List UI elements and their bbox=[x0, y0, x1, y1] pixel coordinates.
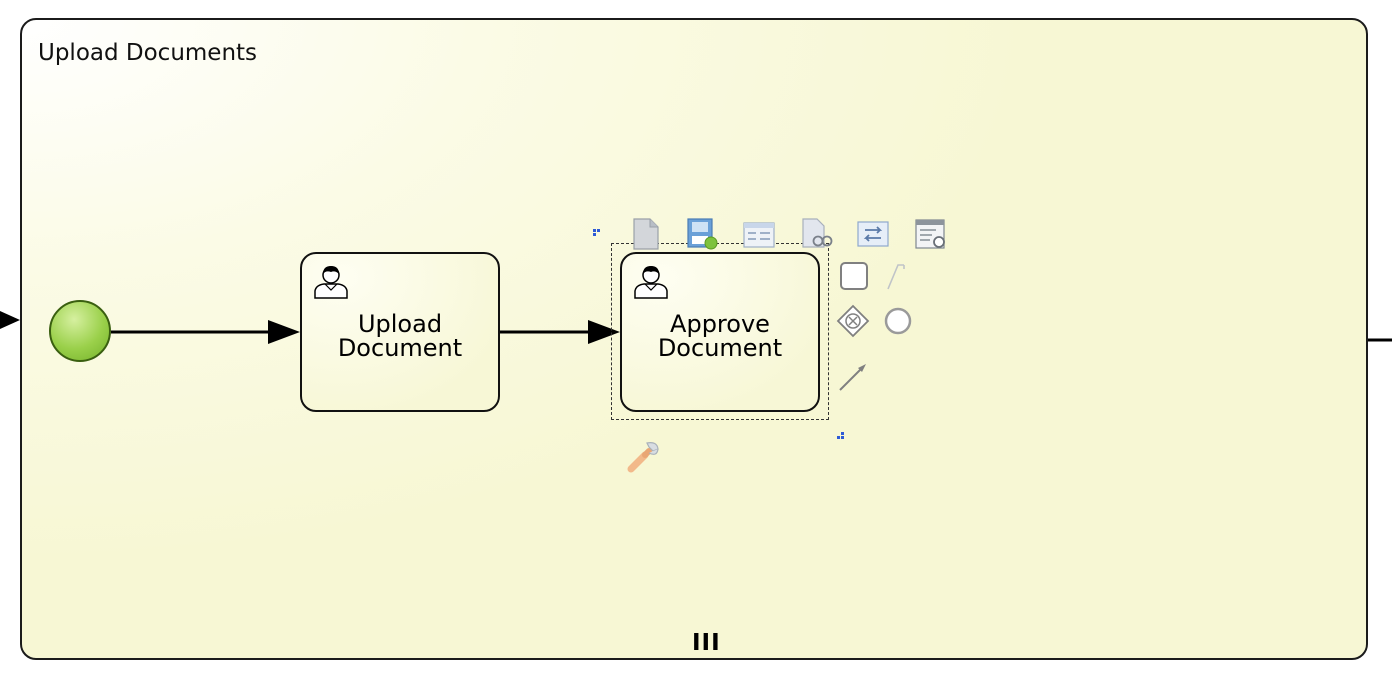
multi-instance-marker: III bbox=[692, 630, 721, 656]
swap-icon[interactable] bbox=[856, 218, 890, 252]
task-approve-document[interactable]: Approve Document bbox=[620, 252, 820, 412]
resize-handle-bottom-right[interactable] bbox=[837, 432, 844, 439]
flow-start-to-upload[interactable] bbox=[111, 320, 300, 344]
selection-box bbox=[611, 243, 829, 420]
subprocess-title: Upload Documents bbox=[38, 40, 258, 66]
document-search-icon[interactable] bbox=[800, 217, 834, 251]
task-shape-icon[interactable] bbox=[838, 259, 872, 293]
end-event-icon[interactable] bbox=[881, 304, 915, 338]
form-preview-icon[interactable] bbox=[914, 217, 948, 251]
flow-upload-to-approve[interactable] bbox=[500, 320, 620, 344]
table-form-icon[interactable] bbox=[742, 218, 776, 252]
form-save-icon[interactable] bbox=[686, 217, 720, 251]
user-icon bbox=[634, 266, 668, 299]
task-upload-document[interactable]: Upload Document bbox=[300, 252, 500, 412]
task-label: Approve Document bbox=[657, 310, 783, 362]
resize-handle-top-left[interactable] bbox=[593, 229, 600, 236]
task-label: Upload Document bbox=[337, 310, 463, 362]
incoming-flow-arrow[interactable] bbox=[0, 311, 20, 329]
gateway-icon[interactable] bbox=[836, 304, 870, 338]
document-icon[interactable] bbox=[630, 217, 664, 251]
user-icon bbox=[314, 266, 348, 299]
wrench-icon[interactable] bbox=[627, 439, 661, 473]
annotation-icon[interactable] bbox=[884, 259, 918, 293]
start-event[interactable] bbox=[49, 300, 111, 362]
connector-arrow-icon[interactable] bbox=[836, 360, 870, 394]
